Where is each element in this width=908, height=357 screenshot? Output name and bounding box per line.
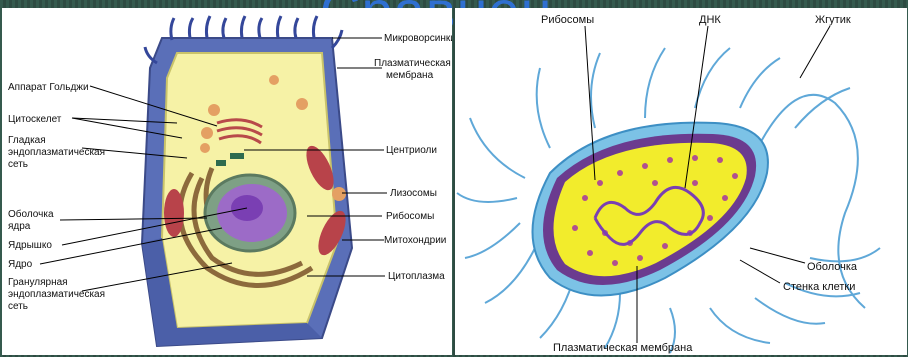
label-bact-ribosomes: Рибосомы [541,14,594,26]
label-smooth-er-3: сеть [8,159,28,170]
label-mitochondria: Митохондрии [384,235,446,246]
label-lysosomes: Лизосомы [390,188,437,199]
animal-cell-diagram: Микроворсинки Плазматическая мембрана Ап… [2,8,452,355]
label-golgi: Аппарат Гольджи [8,82,89,93]
label-nuclear-envelope-2: ядра [8,221,31,232]
label-nucleolus: Ядрышко [8,240,52,251]
label-ribosomes: Рибосомы [386,210,434,222]
centriole [216,160,226,166]
label-plasma-membrane-2: мембрана [386,69,434,81]
label-rough-er-1: Гранулярная [8,277,68,288]
flagellum [755,95,865,308]
label-capsule: Оболочка [807,261,858,273]
bacterium-diagram: Рибосомы ДНК Жгутик Оболочка Стенка клет… [455,8,907,355]
label-cytoskeleton: Цитоскелет [8,114,62,125]
label-flagellum: Жгутик [815,14,851,26]
label-nucleus: Ядро [8,259,33,270]
label-bact-plasma-membrane: Плазматическая мембрана [553,342,693,354]
bacterium-panel: Рибосомы ДНК Жгутик Оболочка Стенка клет… [455,8,907,355]
label-microvilli: Микроворсинки [384,33,452,44]
mitochondrion [164,189,184,237]
label-cytoplasm: Цитоплазма [388,271,445,282]
label-nuclear-envelope-1: Оболочка [8,208,54,220]
label-smooth-er-2: эндоплазматическая [8,147,105,158]
centriole [230,153,244,159]
label-rough-er-3: сеть [8,301,28,312]
label-rough-er-2: эндоплазматическая [8,289,105,300]
animal-cell-panel: Микроворсинки Плазматическая мембрана Ап… [2,8,452,355]
label-smooth-er-1: Гладкая [8,135,46,146]
label-centrioles: Центриоли [386,145,437,156]
label-dna: ДНК [699,14,721,26]
label-plasma-membrane-1: Плазматическая [374,58,451,69]
label-cell-wall: Стенка клетки [783,281,855,293]
